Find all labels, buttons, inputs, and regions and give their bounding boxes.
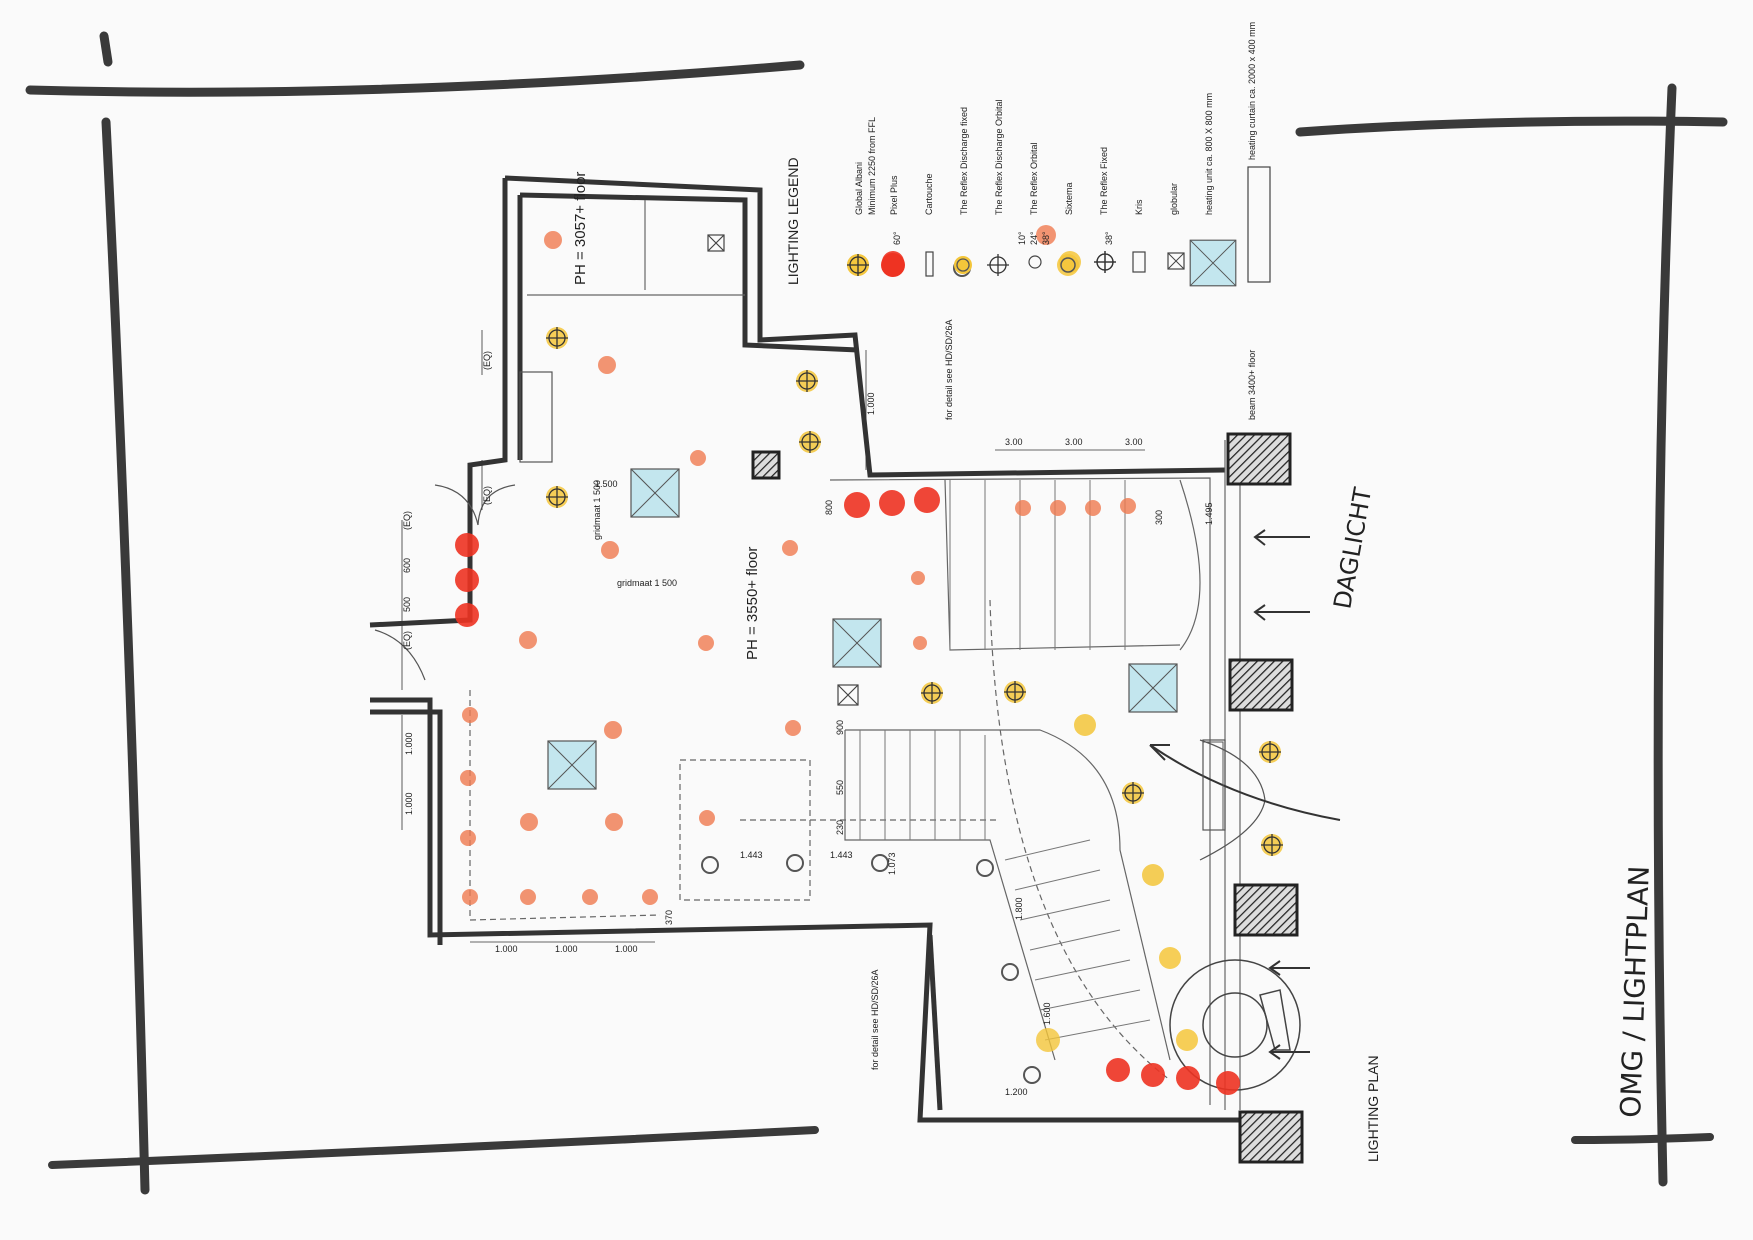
- heating-units: [547, 468, 1178, 790]
- svg-text:24°: 24°: [1029, 231, 1039, 245]
- svg-text:1.073: 1.073: [887, 852, 897, 875]
- svg-text:The Reflex Fixed: The Reflex Fixed: [1099, 147, 1109, 215]
- drawing-label: LIGHTING PLAN: [1365, 1055, 1381, 1162]
- reflex-orbital-fixtures: [460, 225, 1136, 1052]
- svg-text:900: 900: [835, 720, 845, 735]
- svg-text:1.800: 1.800: [1014, 897, 1024, 920]
- svg-text:heating unit ca. 800 X 800 mm: heating unit ca. 800 X 800 mm: [1204, 93, 1214, 215]
- svg-text:The Reflex Discharge Orbital: The Reflex Discharge Orbital: [994, 99, 1004, 215]
- reflex-fixed-symbols: [545, 250, 1284, 857]
- dimension-lines: [401, 330, 1145, 943]
- walls: [369, 175, 1240, 1123]
- svg-text:globular: globular: [1169, 183, 1179, 215]
- svg-text:1.000: 1.000: [404, 732, 414, 755]
- svg-text:Pixel Plus: Pixel Plus: [889, 175, 899, 215]
- svg-text:1.500: 1.500: [595, 479, 618, 489]
- svg-text:(EQ): (EQ): [402, 511, 412, 530]
- ph-upper-label: PH = 3057+ floor: [572, 172, 589, 285]
- beam-note: beam 3400+ floor: [1247, 350, 1257, 420]
- svg-text:500: 500: [402, 597, 412, 612]
- svg-text:300: 300: [1154, 510, 1164, 525]
- pixel-plus-fixtures: [455, 251, 1240, 1095]
- svg-text:38°: 38°: [1041, 231, 1051, 245]
- lighting-legend-title: LIGHTING LEGEND: [785, 157, 801, 285]
- svg-text:370: 370: [664, 910, 674, 925]
- round-feature: [1169, 959, 1301, 1091]
- globular-boxes: [707, 234, 859, 706]
- svg-text:Kris: Kris: [1134, 199, 1144, 215]
- svg-text:(EQ): (EQ): [482, 351, 492, 370]
- room-text: PH = 3057+ floor PH = 3550+ floor gridma…: [572, 157, 1656, 1162]
- svg-text:1.000: 1.000: [866, 392, 876, 415]
- ph-main-label: PH = 3550+ floor: [744, 547, 761, 660]
- svg-text:1.000: 1.000: [615, 944, 638, 954]
- svg-text:heating curtain ca. 2000 x 400: heating curtain ca. 2000 x 400 mm: [1247, 22, 1257, 160]
- svg-text:60°: 60°: [892, 231, 902, 245]
- svg-text:Global Albani: Global Albani: [854, 162, 864, 215]
- sheet-title: OMG / LIGHTPLAN: [1614, 865, 1656, 1118]
- svg-text:(EQ): (EQ): [482, 486, 492, 505]
- frame-marks: [25, 31, 1728, 1195]
- svg-text:The Reflex Discharge fixed: The Reflex Discharge fixed: [959, 107, 969, 215]
- sixtema-fixtures: [701, 259, 1041, 1084]
- svg-text:(EQ): (EQ): [402, 631, 412, 650]
- daglicht-label: DAGLICHT: [1328, 485, 1377, 611]
- svg-text:550: 550: [835, 780, 845, 795]
- svg-text:1.443: 1.443: [740, 850, 763, 860]
- svg-text:1.495: 1.495: [1204, 502, 1214, 525]
- svg-text:Sixtema: Sixtema: [1064, 182, 1074, 215]
- svg-text:1.443: 1.443: [830, 850, 853, 860]
- detail-note-2: for detail see HD/SD/26A: [870, 969, 880, 1070]
- svg-text:1.000: 1.000: [404, 792, 414, 815]
- detail-note-1: for detail see HD/SD/26A: [944, 319, 954, 420]
- grid-label-1: gridmaat 1 500: [592, 480, 602, 540]
- stair-treads: [859, 480, 1151, 1041]
- legend-labels: Global Albani Minimum 2250 from FFL Pixe…: [854, 22, 1257, 245]
- svg-text:1.200: 1.200: [1005, 1087, 1028, 1097]
- svg-text:Minimum 2250 from FFL: Minimum 2250 from FFL: [867, 117, 877, 215]
- svg-text:230: 230: [835, 820, 845, 835]
- svg-text:1.600: 1.600: [1042, 1002, 1052, 1025]
- svg-text:3.00: 3.00: [1125, 437, 1143, 447]
- svg-text:3.00: 3.00: [1065, 437, 1083, 447]
- svg-text:38°: 38°: [1104, 231, 1114, 245]
- heating-curtain: [1202, 741, 1224, 831]
- svg-text:3.00: 3.00: [1005, 437, 1023, 447]
- svg-text:600: 600: [402, 558, 412, 573]
- svg-text:The Reflex Orbital: The Reflex Orbital: [1029, 142, 1039, 215]
- svg-text:800: 800: [824, 500, 834, 515]
- svg-text:Cartouche: Cartouche: [924, 173, 934, 215]
- svg-text:1.000: 1.000: [555, 944, 578, 954]
- svg-text:1.000: 1.000: [495, 944, 518, 954]
- daylight-arrows: [1149, 529, 1341, 1060]
- legend-symbols: [846, 166, 1271, 287]
- dimension-labels: (EQ) (EQ) (EQ) (EQ) 600 500 1.000 1.000 …: [402, 351, 1214, 1097]
- svg-text:10°: 10°: [1017, 231, 1027, 245]
- columns: [751, 432, 1304, 1164]
- grid-label-2: gridmaat 1 500: [617, 578, 677, 588]
